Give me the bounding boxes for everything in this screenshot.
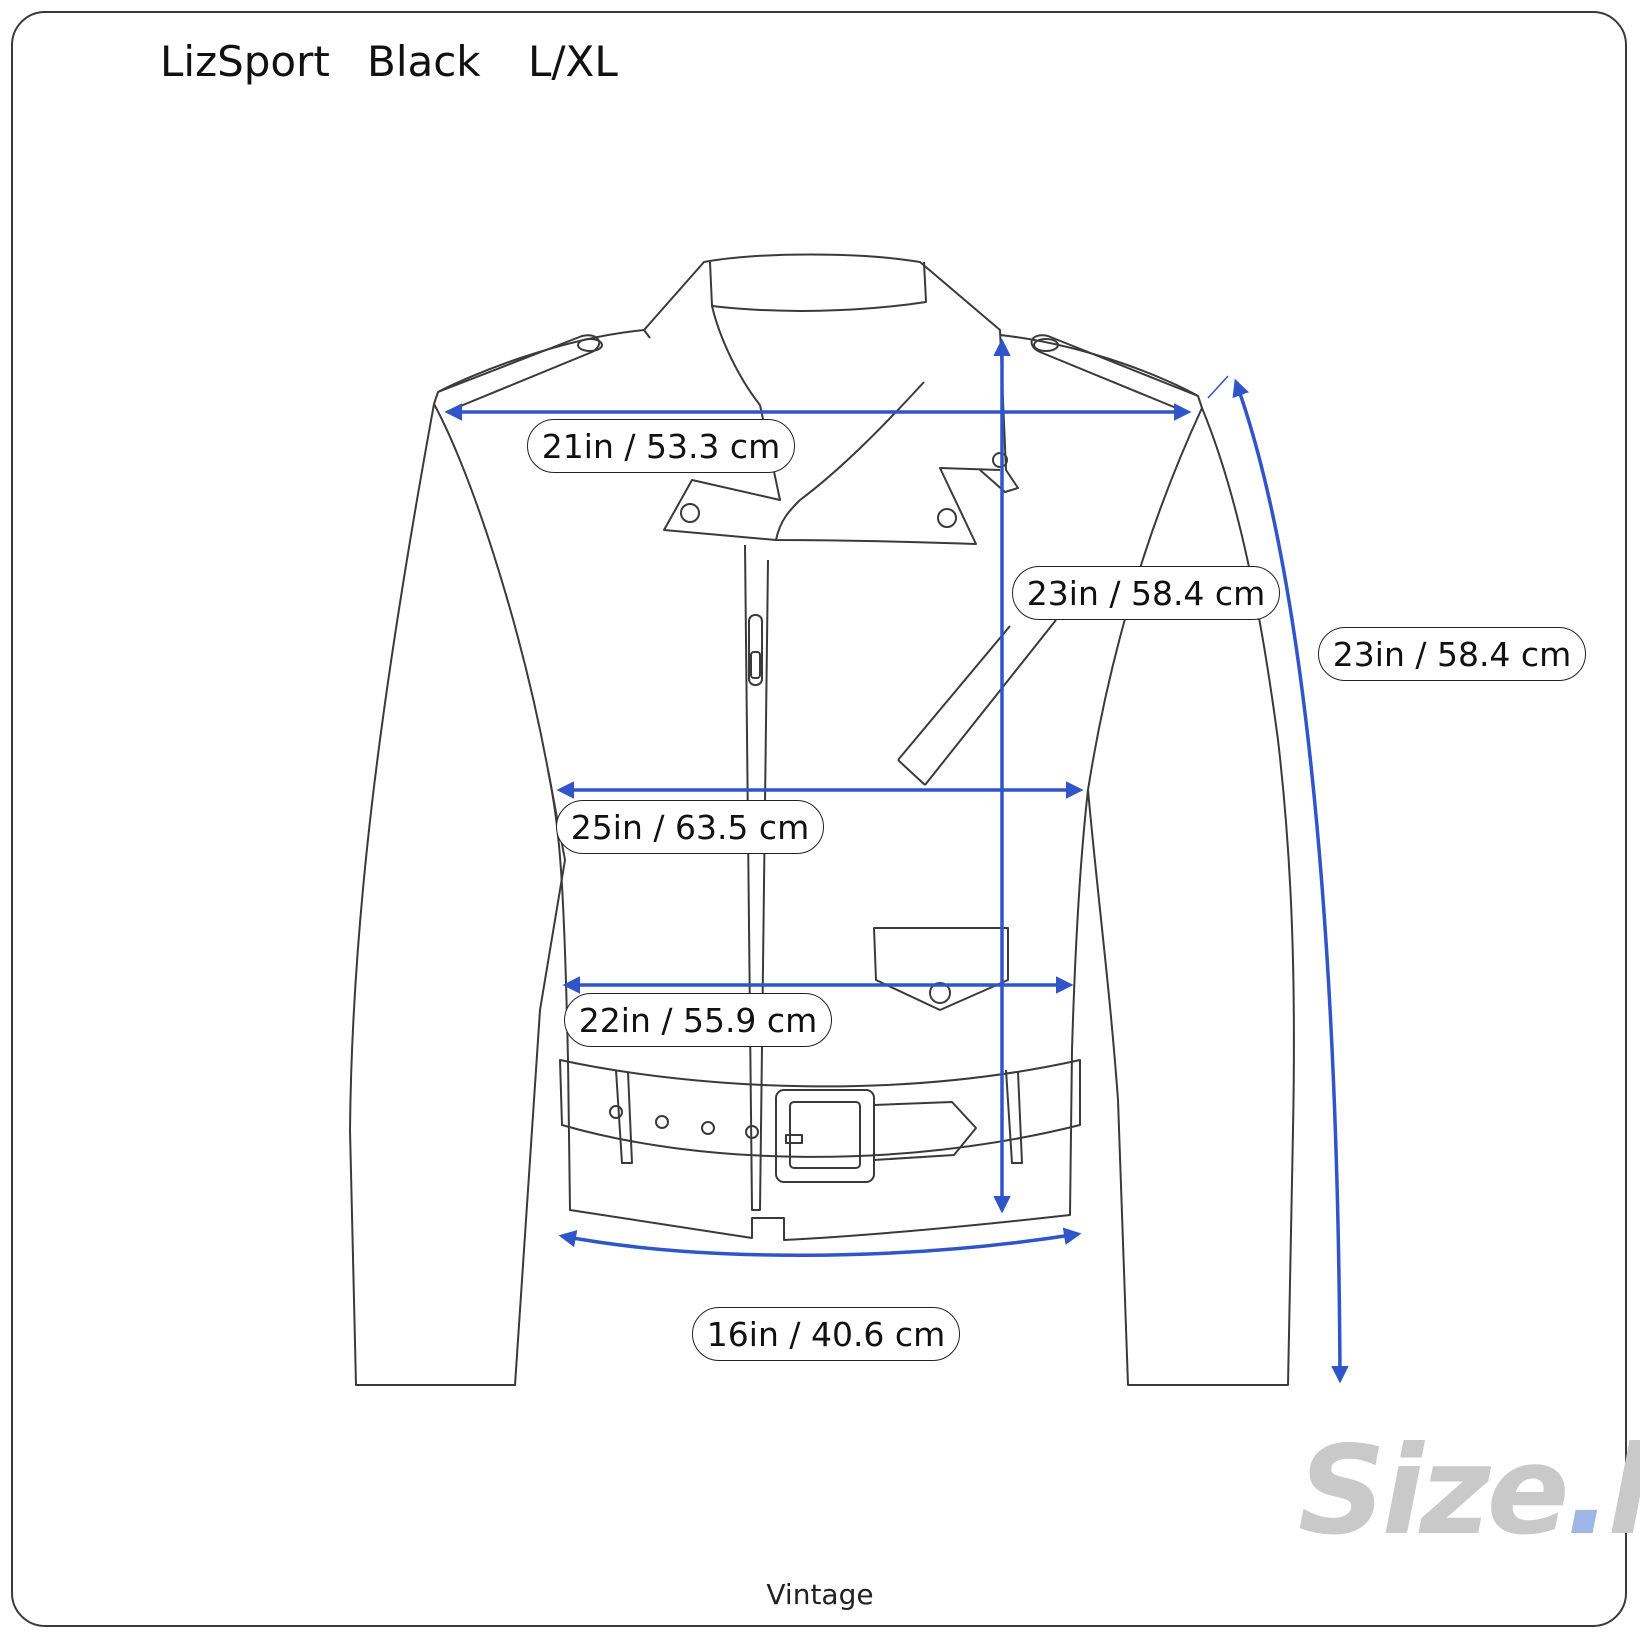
hem-measurement: 16in / 40.6 cm xyxy=(692,1307,960,1361)
chest-pocket xyxy=(897,619,1057,786)
right-shoulder xyxy=(999,334,1203,409)
right-lapel xyxy=(775,381,1001,545)
flap-pocket xyxy=(873,927,1009,1011)
zipper xyxy=(744,544,769,1211)
sizely-logo: Size.ly xyxy=(1298,1420,1640,1562)
color-label: Black xyxy=(367,37,481,86)
belt-tip xyxy=(873,1101,977,1161)
belt-hole xyxy=(701,1121,715,1135)
left-shoulder xyxy=(433,329,651,405)
belt xyxy=(559,1059,1081,1158)
left-lapel-snap xyxy=(680,503,700,523)
chest-measurement: 25in / 63.5 cm xyxy=(556,800,824,854)
hem-line xyxy=(558,1227,1082,1257)
measurement-lines xyxy=(444,338,1349,1384)
belt-loop-right xyxy=(1005,1069,1023,1164)
sleeve-length-measurement: 23in / 58.4 cm xyxy=(1318,627,1586,681)
left-sleeve xyxy=(349,403,566,1386)
zipper-pull xyxy=(748,614,763,686)
collar-stand-left xyxy=(711,305,761,406)
right-sleeve xyxy=(1087,407,1295,1386)
footer-label: Vintage xyxy=(766,1578,874,1611)
belt-buckle xyxy=(775,1089,875,1183)
belt-hole xyxy=(655,1115,669,1129)
right-lapel-snap xyxy=(937,508,957,528)
right-epaulette xyxy=(1030,334,1199,413)
collar-inner xyxy=(709,261,927,312)
shoulders-measurement: 21in / 53.3 cm xyxy=(527,419,795,473)
waist-measurement: 22in / 55.9 cm xyxy=(564,993,832,1047)
left-epaulette xyxy=(437,334,601,413)
belt-hole xyxy=(609,1105,623,1119)
diagram-frame xyxy=(11,11,1627,1627)
body-length-measurement: 23in / 58.4 cm xyxy=(1012,566,1280,620)
brand-label: LizSport xyxy=(160,37,330,86)
right-epaulette-snap xyxy=(1033,338,1059,352)
left-epaulette-snap xyxy=(577,338,603,352)
sleeve-length-line xyxy=(1232,378,1349,1384)
size-label: L/XL xyxy=(528,37,618,86)
belt-hole xyxy=(745,1125,759,1139)
